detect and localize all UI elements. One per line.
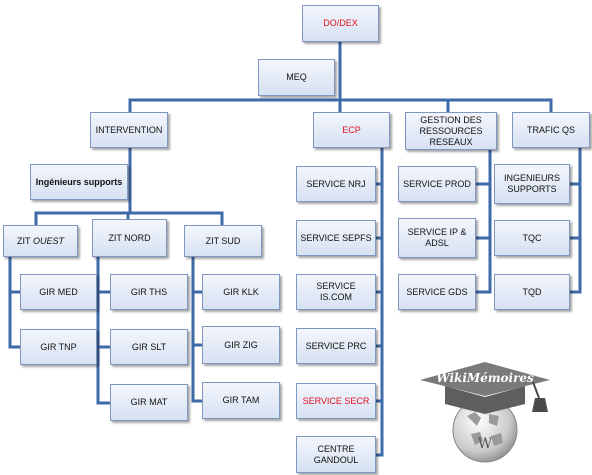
node-tqc: TQC [494, 220, 570, 256]
node-label: GIR MAT [130, 397, 168, 407]
node-label: GIR ZIG [224, 339, 258, 350]
node-ingenieurs-supports: Ingénieurs supports [30, 164, 128, 200]
node-label: SERVICE PROD [403, 178, 471, 189]
node-gir-med: GIR MED [20, 274, 97, 310]
node-centre-gandoul: CENTRE GANDOUL [296, 436, 376, 473]
node-label: SERVICE SECR [302, 395, 370, 406]
node-label-suffix: OUEST [33, 235, 65, 246]
node-gir-klk: GIR KLK [202, 274, 280, 310]
node-label: ZIT NORD [108, 232, 151, 243]
node-label: ZIT OUEST [17, 236, 64, 247]
node-label: Ingénieurs supports [35, 176, 123, 187]
node-gir-tam: GIR TAM [202, 382, 280, 419]
node-label: GESTION DES RESSOURCES RESEAUX [419, 114, 483, 147]
node-label: SERVICE IP & ADSL [407, 227, 467, 248]
node-zit-ouest: ZIT OUEST [3, 225, 78, 257]
node-zit-sud: ZIT SUD [184, 225, 262, 257]
node-meq: MEQ [258, 59, 335, 96]
node-gir-mat: GIR MAT [110, 384, 188, 421]
wikimemoires-logo: W WikiMémoires [415, 356, 555, 468]
node-gestion-ressources: GESTION DES RESSOURCES RESEAUX [405, 112, 497, 150]
node-label: SERVICE GDS [406, 286, 468, 297]
node-label: ECP [342, 124, 361, 135]
node-label: GIR TNP [40, 341, 77, 352]
node-zit-nord: ZIT NORD [92, 219, 167, 257]
node-label: SERVICE NRJ [306, 178, 366, 189]
node-service-gds: SERVICE GDS [398, 274, 476, 310]
node-service-nrj: SERVICE NRJ [296, 166, 376, 202]
node-label: INTERVENTION [95, 124, 163, 135]
node-label: TRAFIC QS [526, 124, 575, 135]
node-gir-zig: GIR ZIG [202, 326, 280, 364]
logo-text: WikiMémoires [436, 371, 534, 385]
node-label: CENTRE GANDOUL [313, 443, 359, 465]
node-gir-slt: GIR SLT [110, 329, 188, 365]
node-label: SERVICE PRC [305, 340, 367, 351]
svg-text:W: W [478, 436, 493, 452]
node-service-iscom: SERVICE IS.COM [296, 274, 376, 310]
node-label: TQD [522, 286, 542, 297]
node-label: MEQ [286, 72, 307, 82]
node-label: DO/DEX [323, 18, 358, 28]
node-label: GIR SLT [131, 341, 167, 352]
node-gir-ths: GIR THS [110, 274, 188, 310]
node-service-sepfs: SERVICE SEPFS [296, 220, 376, 256]
node-label: GIR KLK [223, 286, 259, 297]
node-label-prefix: ZIT [16, 235, 31, 246]
node-ingenieurs-supports-trafic: INGENIEURS SUPPORTS [494, 164, 570, 204]
node-do-dex: DO/DEX [302, 5, 379, 42]
node-service-ip-adsl: SERVICE IP & ADSL [398, 218, 476, 258]
node-tqd: TQD [494, 274, 570, 310]
node-label: INGENIEURS SUPPORTS [503, 173, 560, 194]
node-label: GIR MED [39, 286, 78, 297]
node-trafic-qs: TRAFIC QS [512, 112, 590, 148]
node-label: SERVICE IS.COM [316, 281, 356, 302]
node-intervention: INTERVENTION [90, 112, 168, 148]
node-label: ZIT SUD [205, 235, 241, 246]
node-service-prc: SERVICE PRC [296, 328, 376, 364]
node-service-prod: SERVICE PROD [398, 166, 476, 202]
graduation-cap-globe-icon: W WikiMémoires [420, 362, 550, 463]
node-gir-tnp: GIR TNP [20, 329, 97, 365]
node-label: SERVICE SEPFS [300, 232, 372, 243]
node-label: TQC [522, 232, 542, 243]
node-service-secr: SERVICE SECR [296, 383, 376, 419]
node-label: GIR THS [130, 286, 168, 297]
node-label: GIR TAM [222, 395, 260, 405]
node-ecp: ECP [313, 112, 390, 148]
